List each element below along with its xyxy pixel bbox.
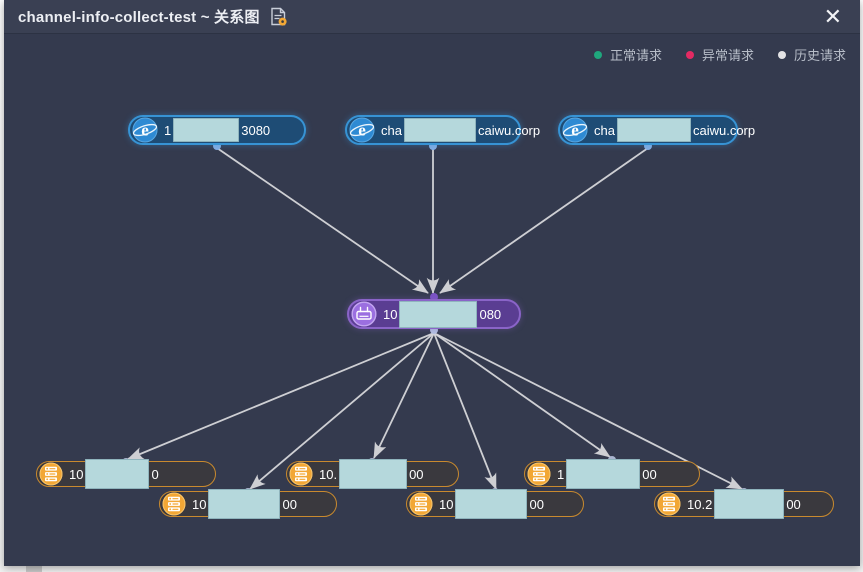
graph-node-db-1[interactable]: 10 0 [36, 459, 216, 489]
report-document-icon[interactable] [270, 7, 287, 26]
graph-node-db-6[interactable]: 10.2 00 [654, 489, 834, 519]
node-label: 1 3080 [164, 118, 270, 142]
database-icon [39, 462, 63, 486]
redacted-text [173, 118, 240, 142]
node-label-suffix: caiwu.corp [477, 122, 541, 138]
redacted-text [566, 459, 641, 489]
node-label-suffix: 3080 [241, 122, 271, 138]
legend-label: 历史请求 [793, 48, 846, 63]
redacted-text [85, 459, 150, 489]
relation-graph-modal: channel-info-collect-test ~ 关系图 ✕ 正常请求 [4, 0, 860, 566]
node-label-suffix: 080 [479, 306, 502, 322]
node-label-prefix: cha [594, 122, 615, 138]
graph-node-db-3[interactable]: 1 00 [524, 459, 700, 489]
database-icon [527, 462, 551, 486]
redacted-text [208, 489, 281, 519]
node-label: 10 00 [439, 489, 544, 519]
graph-edge [127, 332, 435, 460]
node-label-prefix: 10 [383, 306, 398, 322]
node-label-suffix: 00 [282, 496, 297, 512]
database-icon [409, 492, 433, 516]
svg-text:e: e [571, 121, 579, 140]
graph-node-db-4[interactable]: 10 00 [159, 489, 337, 519]
legend-item-history[interactable]: 历史请求 [777, 45, 846, 64]
node-label-prefix: 10 [439, 496, 454, 512]
node-label-suffix: 0 [151, 466, 159, 482]
graph-edge [216, 147, 429, 294]
page-edge-sliver [26, 566, 42, 572]
node-label-prefix: 1 [164, 122, 172, 138]
graph-edge [249, 332, 435, 490]
node-label: 10 00 [192, 489, 297, 519]
ie-browser-icon: e [562, 117, 588, 143]
legend-label: 正常请求 [609, 48, 662, 63]
node-label-suffix: 00 [786, 496, 801, 512]
modal-title: channel-info-collect-test ~ 关系图 [18, 9, 260, 26]
history-request-dot [777, 50, 786, 59]
node-label-suffix: 00 [409, 466, 424, 482]
svg-text:e: e [141, 121, 149, 140]
node-label: 10 0 [69, 459, 159, 489]
database-icon [162, 492, 186, 516]
node-label-prefix: 1 [557, 466, 565, 482]
graph-edge [433, 332, 611, 458]
ie-browser-icon: e [132, 117, 158, 143]
graph-node-gateway-1[interactable]: 10 080 [347, 299, 521, 329]
node-label-suffix: 00 [529, 496, 544, 512]
node-label-prefix: 10 [69, 466, 84, 482]
ie-browser-icon: e [349, 117, 375, 143]
redacted-text [403, 118, 476, 142]
normal-request-dot [593, 50, 602, 59]
close-icon[interactable]: ✕ [823, 3, 842, 29]
graph-canvas: 正常请求 异常请求 历史请求 [4, 34, 860, 566]
node-label: cha caiwu.corp [381, 118, 540, 142]
node-label: 10.2 00 [687, 489, 801, 519]
graph-node-db-5[interactable]: 10 00 [406, 489, 584, 519]
node-label-prefix: cha [381, 122, 402, 138]
redacted-text [616, 118, 691, 142]
node-label: 10 080 [383, 300, 502, 328]
legend-item-normal[interactable]: 正常请求 [593, 45, 662, 64]
legend: 正常请求 异常请求 历史请求 [593, 45, 846, 64]
node-label-prefix: 10. [319, 466, 338, 482]
svg-text:e: e [358, 121, 366, 140]
abnormal-request-dot [685, 50, 694, 59]
redacted-text [455, 489, 528, 519]
node-label: cha caiwu.corp [594, 118, 755, 142]
node-label-suffix: 00 [642, 466, 657, 482]
node-label: 1 00 [557, 459, 657, 489]
legend-label: 异常请求 [701, 48, 754, 63]
legend-item-abnormal[interactable]: 异常请求 [685, 45, 754, 64]
database-icon [657, 492, 681, 516]
node-label-suffix: caiwu.corp [692, 122, 756, 138]
graph-node-db-2[interactable]: 10.00 [286, 459, 459, 489]
redacted-text [714, 489, 785, 519]
redacted-text [399, 300, 478, 328]
graph-edge [439, 147, 649, 294]
database-icon [289, 462, 313, 486]
redacted-text [339, 459, 408, 489]
modal-header: channel-info-collect-test ~ 关系图 ✕ [4, 0, 860, 34]
node-label: 10.00 [319, 459, 424, 489]
node-label-prefix: 10.2 [687, 496, 713, 512]
graph-edge [433, 332, 497, 490]
router-icon [351, 301, 377, 327]
node-label-prefix: 10 [192, 496, 207, 512]
graph-edge [373, 332, 435, 459]
